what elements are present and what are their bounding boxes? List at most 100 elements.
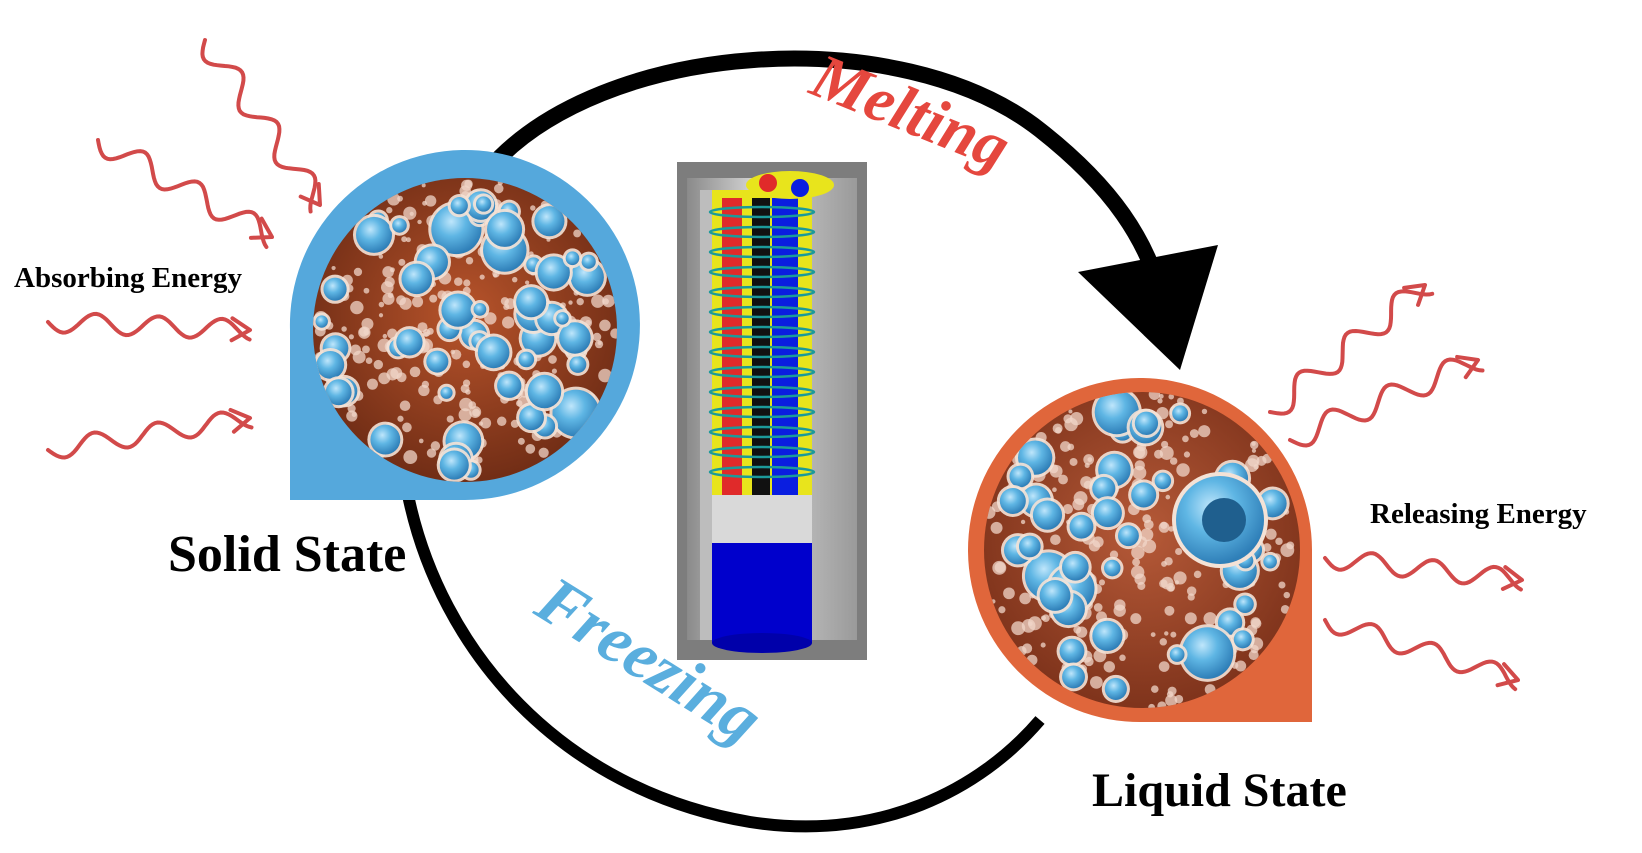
energy-wave xyxy=(46,311,252,342)
pore xyxy=(454,277,463,286)
bubble xyxy=(1236,595,1254,614)
bubble xyxy=(441,293,475,327)
pore xyxy=(1148,392,1161,400)
pore xyxy=(459,397,473,412)
heat-exchanger-illustration xyxy=(677,162,867,660)
pore xyxy=(1253,464,1259,470)
coil-ring xyxy=(708,345,816,359)
pore xyxy=(348,334,354,340)
coil-ring xyxy=(708,225,816,239)
pore xyxy=(401,236,408,243)
energy-wave-arrowhead-icon xyxy=(248,216,274,240)
bubble xyxy=(559,322,591,354)
bubble xyxy=(315,315,328,328)
bubble xyxy=(518,351,535,368)
pore xyxy=(1158,393,1164,399)
pore xyxy=(1103,661,1115,673)
bubble xyxy=(556,312,569,325)
bubble xyxy=(1134,411,1159,435)
bubble xyxy=(316,350,345,379)
pore xyxy=(1164,631,1169,636)
bubble xyxy=(1104,677,1127,701)
coil-ring xyxy=(708,245,816,259)
pore xyxy=(501,316,515,329)
pore xyxy=(1052,487,1057,493)
pore xyxy=(1280,543,1295,558)
pore xyxy=(468,401,477,409)
pore xyxy=(1184,612,1197,625)
bubble xyxy=(1061,553,1089,581)
pore xyxy=(1063,414,1073,424)
cycle-ring-bottom xyxy=(402,493,1045,833)
pore xyxy=(1068,409,1073,414)
pore xyxy=(1140,528,1154,542)
pore xyxy=(1130,613,1142,625)
pore xyxy=(346,410,358,422)
energy-wave-arrowhead-icon xyxy=(229,316,252,343)
pore xyxy=(1131,545,1145,560)
pore xyxy=(462,360,471,369)
pore xyxy=(1186,586,1197,596)
pore xyxy=(1157,701,1167,708)
pore xyxy=(378,254,384,259)
pore xyxy=(1165,494,1171,500)
pore xyxy=(1150,685,1159,693)
coil-ring xyxy=(708,425,816,439)
pore xyxy=(362,345,370,354)
pore xyxy=(430,441,441,451)
bubble xyxy=(475,196,492,212)
pore xyxy=(363,287,370,294)
bubble xyxy=(1092,620,1123,651)
liquid-state-badge xyxy=(967,378,1312,723)
pore xyxy=(1247,454,1260,467)
pore xyxy=(1278,581,1286,589)
coil-ring xyxy=(708,445,816,459)
pore xyxy=(1157,398,1163,404)
bubble xyxy=(392,218,407,233)
bubble xyxy=(1009,465,1032,488)
pore xyxy=(460,384,470,394)
energy-wave xyxy=(200,38,318,214)
bubble xyxy=(527,374,562,409)
pore xyxy=(1168,393,1175,400)
bubble xyxy=(450,197,468,215)
energy-waves xyxy=(46,38,1524,692)
pore xyxy=(1003,587,1015,600)
pore xyxy=(353,267,363,277)
pore xyxy=(1143,519,1154,530)
pore xyxy=(463,279,471,287)
pore xyxy=(1069,412,1084,426)
pore xyxy=(598,368,612,383)
pore xyxy=(1148,703,1156,708)
pore xyxy=(361,317,374,330)
coil-ring xyxy=(708,305,816,319)
solid-state-label: Solid State xyxy=(168,526,407,583)
pore xyxy=(538,447,549,458)
pore xyxy=(1020,519,1026,525)
pore xyxy=(602,298,609,305)
pore xyxy=(366,378,378,390)
bubble xyxy=(487,211,523,247)
pore xyxy=(421,183,426,188)
pore xyxy=(551,368,557,374)
bubble xyxy=(534,206,565,237)
pore xyxy=(1042,614,1050,623)
pore xyxy=(548,355,557,364)
bubble xyxy=(473,302,487,316)
pore xyxy=(1159,445,1174,460)
pore xyxy=(599,319,611,332)
pore xyxy=(1159,579,1168,588)
pore xyxy=(1189,429,1199,438)
pore xyxy=(504,298,516,310)
pore xyxy=(1175,547,1183,556)
pore xyxy=(576,298,584,306)
bubble xyxy=(1131,482,1157,508)
bubble xyxy=(1103,559,1121,577)
pore xyxy=(1275,537,1283,546)
pore xyxy=(597,340,602,346)
bubble xyxy=(1263,554,1277,569)
pore xyxy=(1058,474,1068,485)
bubble xyxy=(581,254,596,269)
bubble xyxy=(1062,665,1085,689)
